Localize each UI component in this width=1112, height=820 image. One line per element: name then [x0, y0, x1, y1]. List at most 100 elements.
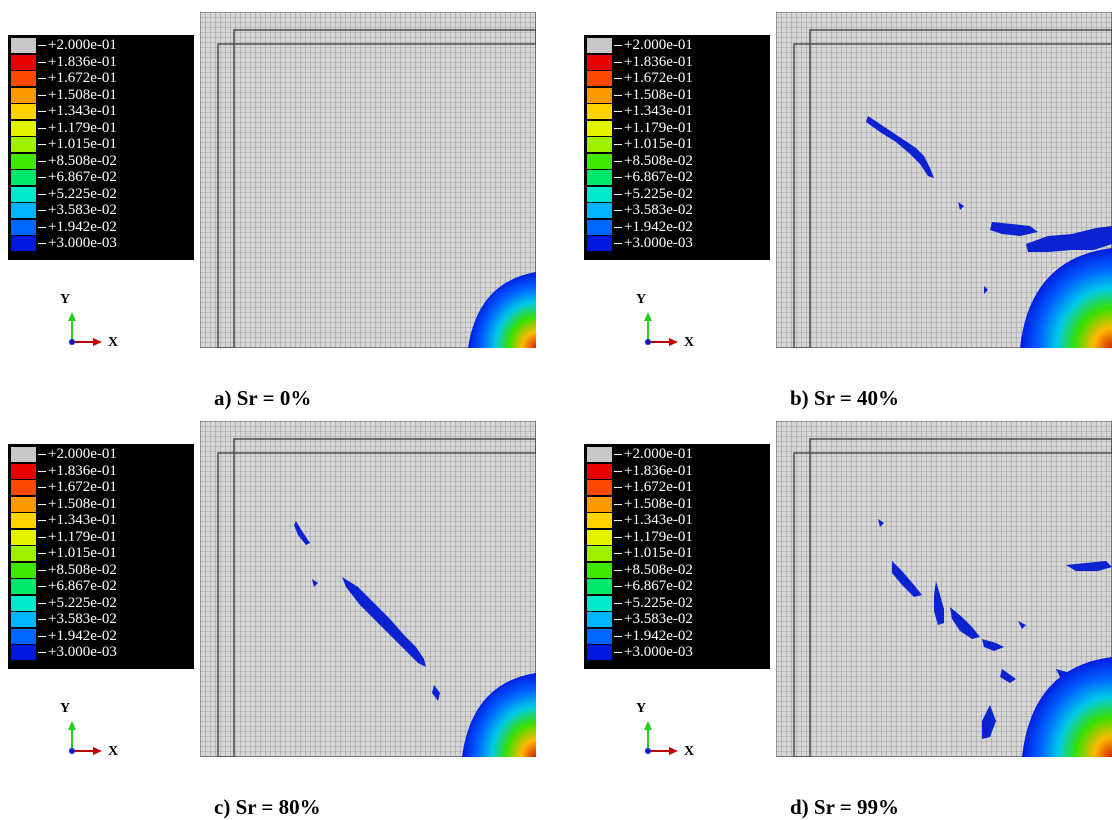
crack-band — [892, 561, 922, 597]
legend-value: +1.672e-01 — [624, 70, 693, 86]
legend-value: +6.867e-02 — [48, 578, 117, 594]
legend-swatch — [587, 104, 612, 119]
color-legend: +2.000e-01+1.836e-01+1.672e-01+1.508e-01… — [584, 35, 770, 260]
legend-tick — [38, 210, 46, 211]
legend-tick — [614, 45, 622, 46]
legend-value: +1.508e-01 — [48, 86, 117, 103]
legend-value: +2.000e-01 — [48, 37, 117, 53]
axis-triad: Y X — [58, 290, 138, 360]
legend-tick — [38, 487, 46, 488]
legend-swatch — [11, 170, 36, 185]
mesh-plot — [776, 421, 1112, 757]
x-axis-label: X — [108, 744, 119, 759]
legend-swatch — [11, 236, 36, 251]
crack-band — [878, 519, 884, 527]
panel-caption: c) Sr = 80% — [214, 795, 321, 819]
legend-tick — [38, 226, 46, 228]
legend-tick — [38, 193, 46, 195]
legend-tick — [38, 94, 46, 96]
legend-value: +1.343e-01 — [48, 512, 117, 528]
legend-swatch — [587, 219, 612, 235]
legend-value: +1.015e-01 — [624, 545, 693, 561]
legend-tick — [614, 78, 622, 79]
legend-tick — [38, 619, 46, 620]
panel-caption: d) Sr = 99% — [790, 795, 900, 819]
legend-value: +1.672e-01 — [624, 479, 693, 495]
legend-tick — [614, 536, 622, 538]
legend-tick — [614, 177, 622, 178]
legend-swatch — [587, 153, 612, 169]
legend-swatch — [587, 447, 612, 462]
legend-swatch — [11, 628, 36, 644]
crack-band — [432, 685, 440, 701]
axis-triad: Y X — [634, 699, 714, 769]
legend-tick — [614, 454, 622, 455]
legend-tick — [614, 569, 622, 571]
y-axis-label: Y — [60, 292, 71, 307]
legend-tick — [614, 470, 622, 472]
legend-value: +3.583e-02 — [48, 202, 117, 218]
axis-triad: Y X — [634, 290, 714, 360]
legend-swatch — [11, 562, 36, 578]
legend-tick — [38, 243, 46, 244]
legend-value: +2.000e-01 — [624, 446, 693, 462]
axis-arrows-icon — [644, 312, 678, 346]
legend-value: +1.179e-01 — [48, 119, 117, 136]
legend-swatch — [11, 480, 36, 495]
column-band — [793, 452, 811, 757]
fe-mesh — [200, 421, 536, 757]
legend-tick — [614, 553, 622, 554]
legend-swatch — [11, 612, 36, 627]
legend-value: +3.583e-02 — [624, 202, 693, 218]
damage-zone — [1020, 248, 1112, 348]
legend-tick — [38, 652, 46, 653]
panel-sr-99: +2.000e-01+1.836e-01+1.672e-01+1.508e-01… — [576, 409, 1112, 819]
legend-swatch — [587, 579, 612, 594]
legend-value: +1.343e-01 — [624, 512, 693, 528]
beam-band — [233, 438, 536, 454]
legend-tick — [614, 61, 622, 63]
legend-value: +1.672e-01 — [48, 479, 117, 495]
mesh-plot — [200, 421, 536, 757]
legend-value: +1.508e-01 — [624, 86, 693, 103]
legend-tick — [38, 602, 46, 604]
crack-band — [1026, 226, 1112, 252]
legend-swatch — [11, 186, 36, 202]
legend-tick — [38, 503, 46, 505]
legend-tick — [614, 503, 622, 505]
crack-band — [312, 579, 318, 587]
legend-swatch — [11, 137, 36, 152]
legend-swatch — [587, 203, 612, 218]
color-legend: +2.000e-01+1.836e-01+1.672e-01+1.508e-01… — [584, 444, 770, 669]
legend-swatch — [587, 595, 612, 611]
y-axis-label: Y — [636, 292, 647, 307]
legend-value: +8.508e-02 — [624, 152, 693, 169]
legend-value: +2.000e-01 — [624, 37, 693, 53]
legend-tick — [614, 652, 622, 653]
beam-band — [809, 438, 1112, 454]
legend-swatch — [11, 203, 36, 218]
legend-tick — [38, 144, 46, 145]
legend-swatch — [587, 628, 612, 644]
legend-tick — [614, 602, 622, 604]
legend-value: +1.942e-02 — [48, 218, 117, 235]
legend-tick — [38, 520, 46, 521]
legend-value: +5.225e-02 — [48, 185, 117, 202]
legend-swatch — [11, 579, 36, 594]
legend-swatch — [587, 120, 612, 136]
mesh-plot — [776, 12, 1112, 348]
legend-value: +5.225e-02 — [48, 594, 117, 611]
crack-band — [984, 286, 988, 294]
legend-tick — [614, 226, 622, 228]
legend-swatch — [11, 54, 36, 70]
crack-band — [958, 202, 964, 210]
crack-band — [950, 607, 980, 639]
legend-swatch — [11, 104, 36, 119]
crack-band — [342, 577, 426, 667]
x-axis-label: X — [108, 335, 119, 350]
axis-arrows-icon — [68, 312, 102, 346]
legend-tick — [614, 586, 622, 587]
legend-tick — [614, 144, 622, 145]
legend-tick — [614, 193, 622, 195]
panel-sr-40: +2.000e-01+1.836e-01+1.672e-01+1.508e-01… — [576, 0, 1112, 410]
